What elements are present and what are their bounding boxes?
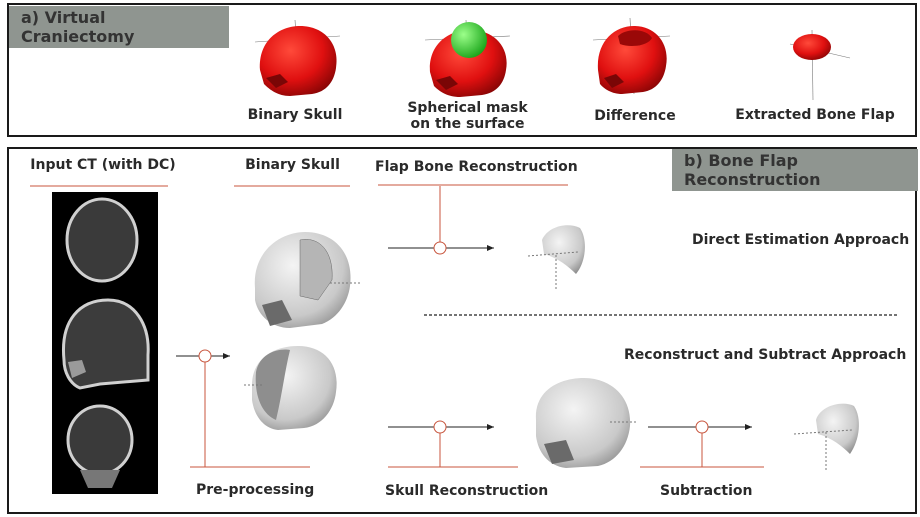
gray-flap-direct bbox=[528, 225, 585, 290]
flap-recon-node bbox=[434, 242, 446, 254]
gray-binary-skull-side bbox=[244, 346, 337, 430]
preproc-node bbox=[199, 350, 211, 362]
gray-reconstructed-skull bbox=[536, 378, 636, 468]
subtraction-node bbox=[696, 421, 708, 433]
ct-image-strip bbox=[52, 192, 158, 494]
gray-binary-skull-front bbox=[255, 232, 360, 328]
skull-recon-node bbox=[434, 421, 446, 433]
gray-flap-subtracted bbox=[794, 404, 859, 470]
